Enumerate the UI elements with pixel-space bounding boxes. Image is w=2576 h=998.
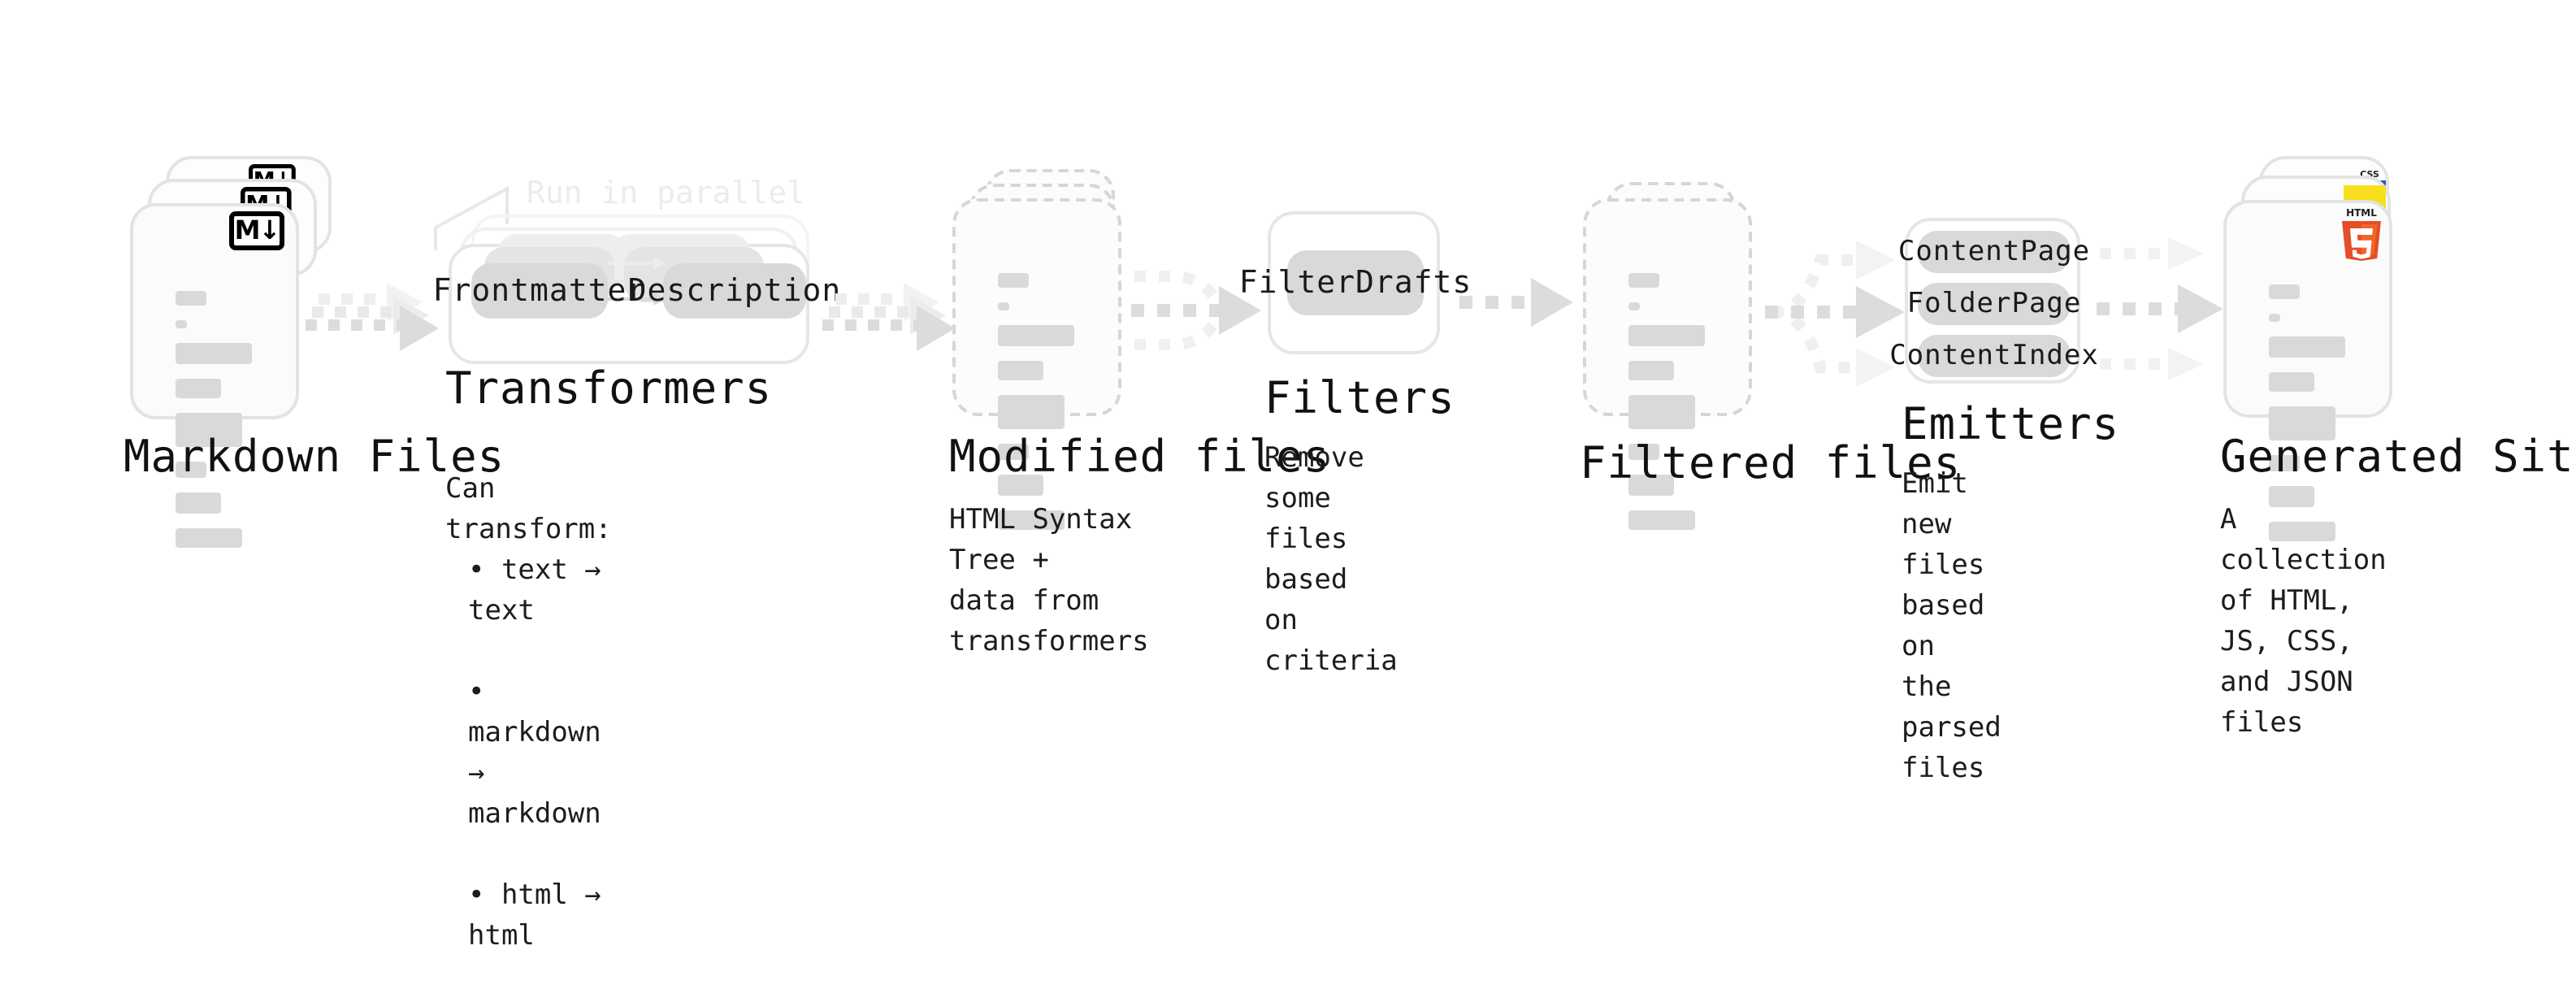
- modified-placeholder-lines: [998, 273, 1079, 545]
- html5-icon: HTML: [2342, 207, 2381, 261]
- transformers-caption-item-0: • text → text: [468, 554, 601, 627]
- markdown-placeholder-lines: [176, 291, 257, 562]
- filtered-card-front: [1583, 198, 1752, 530]
- stage-title-emitters: Emitters: [1902, 400, 2120, 450]
- chip-contentpage[interactable]: ContentPage: [1898, 231, 2089, 273]
- generated-site-caption: A collection of HTML, JS, CSS, and JSON …: [2220, 504, 2387, 740]
- markdown-icon-front: M↓: [229, 211, 284, 250]
- chip-filterdrafts[interactable]: FilterDrafts: [1239, 250, 1471, 315]
- connector-md-to-transformers: [306, 270, 439, 367]
- filtered-placeholder-lines: [1628, 273, 1710, 545]
- connector-modified-to-filters: [1128, 260, 1268, 367]
- stage-title-filtered-files: Filtered files: [1580, 439, 1962, 489]
- chip-folderpage[interactable]: FolderPage: [1907, 283, 2080, 325]
- stage-title-transformers: Transformers: [445, 364, 773, 414]
- pipeline-diagram: M↓ M↓ M↓ Markdown Files: [124, 156, 2576, 952]
- svg-text:HTML: HTML: [2346, 207, 2377, 219]
- chip-description[interactable]: Description: [628, 263, 840, 319]
- modified-files-caption: HTML Syntax Tree + data from transformer…: [949, 504, 1149, 658]
- stage-title-modified-files: Modified files: [949, 432, 1331, 483]
- stage-title-generated-site: Generated Site: [2220, 432, 2576, 483]
- transformers-caption: Can transform: • text → text • markdown …: [445, 429, 612, 998]
- transformers-caption-head: Can transform:: [445, 473, 612, 546]
- transformers-caption-item-2: • html → html: [468, 879, 601, 952]
- parallel-bracket: [434, 185, 509, 250]
- stage-title-filters: Filters: [1264, 374, 1455, 424]
- stage-title-markdown-files: Markdown Files: [124, 432, 505, 483]
- emitters-caption: Emit new files based on the parsed files: [1902, 468, 2001, 785]
- chip-contentindex[interactable]: ContentIndex: [1889, 335, 2098, 377]
- transformer-inner-arrows: [608, 257, 666, 306]
- connector-filters-to-filtered: [1456, 270, 1580, 345]
- chip-frontmatter[interactable]: Frontmatter: [433, 263, 645, 319]
- filters-caption: Remove some files based on criteria: [1264, 442, 1398, 678]
- modified-card-front: [952, 198, 1121, 530]
- connector-filtered-to-emitters: [1762, 224, 1911, 403]
- site-placeholder-lines: [2269, 284, 2350, 556]
- run-in-parallel-label: Run in parallel: [527, 176, 806, 211]
- transformers-caption-item-1: • markdown → markdown: [468, 676, 601, 831]
- connector-transformers-to-modified: [822, 270, 956, 367]
- connector-emitters-to-site: [2097, 231, 2236, 387]
